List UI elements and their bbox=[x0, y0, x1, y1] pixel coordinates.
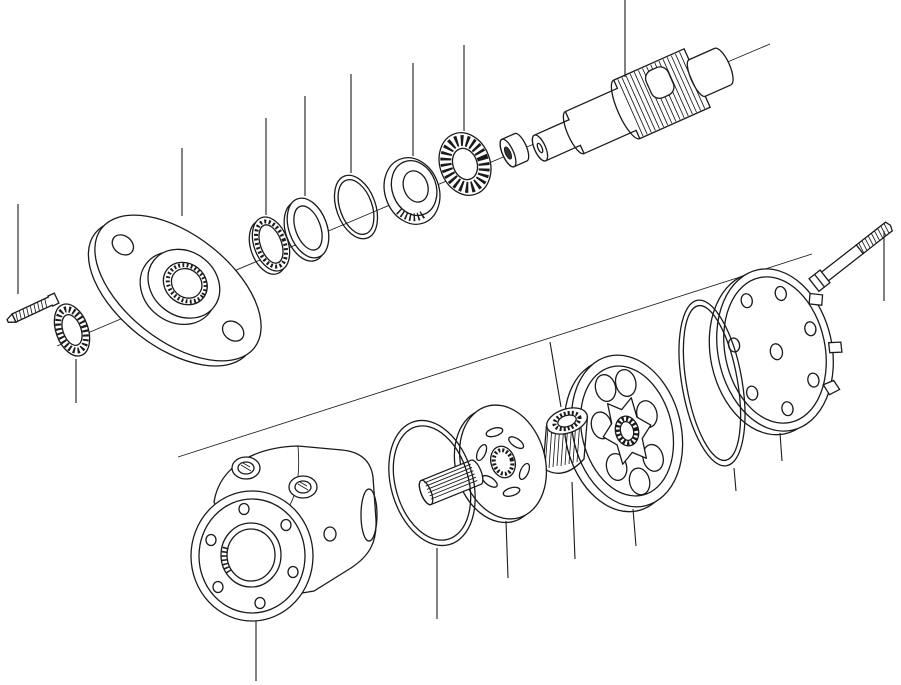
thread-hatch bbox=[858, 223, 890, 254]
plug-screw bbox=[6, 292, 60, 323]
o-ring-end-cap bbox=[678, 299, 746, 467]
bolt-hole bbox=[111, 234, 135, 256]
port-boss bbox=[231, 456, 261, 480]
o-ring-front bbox=[333, 174, 379, 240]
cap-lug bbox=[827, 341, 843, 354]
axis-line-lower bbox=[177, 253, 813, 458]
leader-line bbox=[779, 432, 783, 462]
motor-housing bbox=[190, 445, 378, 622]
face-bolt-holes bbox=[205, 502, 299, 610]
o-ring-large bbox=[388, 419, 476, 547]
cap-lug bbox=[822, 379, 841, 396]
spline-hatch bbox=[424, 463, 478, 500]
keyway-slot bbox=[644, 66, 675, 99]
output-shaft bbox=[531, 47, 734, 162]
ball-bearing bbox=[383, 157, 441, 225]
leader-line bbox=[571, 481, 576, 560]
cap-lug bbox=[808, 292, 824, 307]
bolt-hole bbox=[221, 320, 245, 342]
needle-thrust-bearing bbox=[438, 132, 492, 196]
leader-line bbox=[549, 341, 562, 408]
dust-seal bbox=[248, 216, 291, 275]
side-hole bbox=[323, 526, 337, 542]
rollers bbox=[590, 369, 664, 496]
mounting-flange bbox=[87, 214, 262, 367]
geroler-set bbox=[563, 354, 684, 513]
leader-line bbox=[505, 520, 509, 579]
leader-lines bbox=[17, 0, 885, 681]
thread-hatch bbox=[15, 298, 48, 322]
spacer-bushing bbox=[499, 132, 530, 168]
balance-plate bbox=[453, 404, 548, 524]
cap-bolt bbox=[808, 221, 894, 293]
backup-ring bbox=[283, 197, 330, 262]
end-cap bbox=[708, 268, 843, 436]
leader-line bbox=[733, 467, 737, 492]
leader-line bbox=[632, 508, 637, 547]
port-boss bbox=[288, 475, 318, 499]
shaft-seal-ring bbox=[53, 303, 91, 357]
